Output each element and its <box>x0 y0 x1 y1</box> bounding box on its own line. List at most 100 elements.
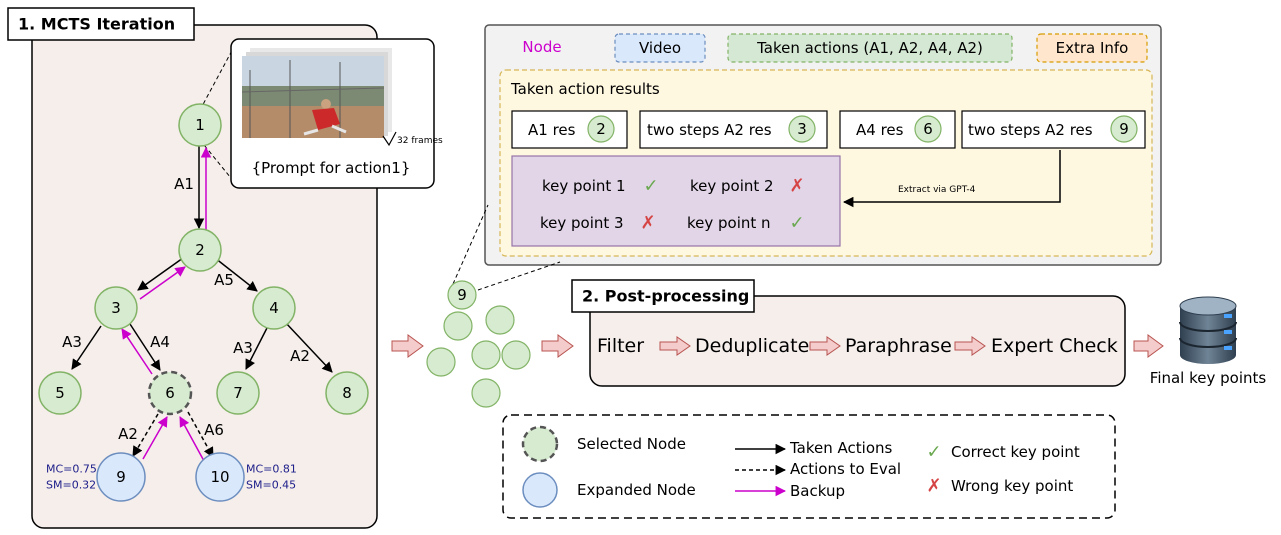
step-arrow <box>659 336 691 356</box>
eval-6-10 <box>187 411 214 458</box>
step-label: Paraphrase <box>845 335 952 357</box>
zoom-line <box>477 261 561 291</box>
svg-text:A1 res: A1 res <box>528 121 576 139</box>
result-box: A1 res 2 <box>511 110 628 149</box>
result-box: two steps A2 res 3 <box>639 110 828 149</box>
flow-arrow <box>1133 334 1164 358</box>
legend-selected-label: Selected Node <box>577 435 686 453</box>
svg-text:9: 9 <box>116 468 126 486</box>
step-label: Expert Check <box>991 335 1118 357</box>
svg-text:9: 9 <box>1119 120 1129 138</box>
mcts-title: 1. MCTS Iteration <box>18 15 175 34</box>
svg-text:3: 3 <box>797 120 807 138</box>
svg-text:10: 10 <box>210 468 229 486</box>
score-sm-9: SM=0.32 <box>46 479 96 492</box>
flow-arrow <box>541 334 574 358</box>
tree-node-2: 2 <box>178 228 222 272</box>
legend-taken-label: Taken Actions <box>789 439 893 457</box>
node-cluster: 9 <box>426 280 531 408</box>
extract-arrow <box>842 150 1061 208</box>
svg-text:6: 6 <box>165 384 175 402</box>
cross-icon: ✗ <box>926 476 941 497</box>
edge-label: A5 <box>214 271 234 289</box>
edge-label: A3 <box>62 333 82 351</box>
post-panel <box>589 295 1126 387</box>
edge-3-6 <box>129 323 161 371</box>
extra-info-tag-box <box>1036 33 1148 63</box>
score-sm-10: SM=0.45 <box>246 479 296 492</box>
node-tag: Node <box>522 38 561 56</box>
results-title: Taken action results <box>510 80 660 98</box>
backup-3-2 <box>139 266 186 300</box>
score-mc-10: MC=0.81 <box>246 463 297 476</box>
tree-node-7: 7 <box>216 371 260 415</box>
svg-text:8: 8 <box>342 384 352 402</box>
post-title: 2. Post-processing <box>582 287 749 306</box>
database-icon <box>1179 296 1237 364</box>
edge-label: A2 <box>118 425 138 443</box>
edge-label: A2 <box>290 347 310 365</box>
tree-node-4: 4 <box>252 286 296 330</box>
eval-6-9 <box>132 413 159 457</box>
tree-node-5: 5 <box>38 371 82 415</box>
svg-text:3: 3 <box>111 299 121 317</box>
edge-label: A3 <box>233 339 253 357</box>
zoom-line <box>452 204 489 285</box>
step-label: Deduplicate <box>695 335 809 357</box>
tree-node-6-selected: 6 <box>147 370 193 416</box>
legend-correct-label: Correct key point <box>951 443 1080 461</box>
result-box: A4 res 6 <box>839 110 956 149</box>
edge-4-7 <box>245 325 269 370</box>
video-tag-box <box>614 33 706 63</box>
key-point-label: key point 1 <box>542 177 626 195</box>
key-points-box <box>511 155 841 247</box>
key-point-label: key point 3 <box>540 214 624 232</box>
flow-arrow <box>391 334 424 358</box>
frames-label: 32 frames <box>397 136 443 146</box>
tree-node-1: 1 <box>178 103 222 147</box>
edge-2-4 <box>214 257 258 292</box>
svg-text:7: 7 <box>233 384 243 402</box>
edge-3-5 <box>71 325 102 370</box>
extra-info-tag: Extra Info <box>1056 39 1129 57</box>
tree-node-8: 8 <box>325 371 369 415</box>
svg-text:1: 1 <box>195 116 205 134</box>
tree-node-3: 3 <box>94 286 138 330</box>
check-icon: ✓ <box>643 176 658 197</box>
svg-text:9: 9 <box>457 286 467 304</box>
cross-icon: ✗ <box>789 176 804 197</box>
taken-actions-tag: Taken actions (A1, A2, A4, A2) <box>756 39 983 57</box>
legend-selected-swatch <box>521 425 559 463</box>
backup-10-6 <box>179 416 205 462</box>
edge-label: A6 <box>204 421 224 439</box>
tree-edges <box>71 146 333 462</box>
legend-expanded-swatch <box>522 472 558 508</box>
score-mc-9: MC=0.75 <box>46 463 97 476</box>
svg-text:2: 2 <box>596 120 606 138</box>
backup-9-6 <box>142 416 168 460</box>
svg-text:two steps A2 res: two steps A2 res <box>968 121 1093 139</box>
svg-text:5: 5 <box>55 384 65 402</box>
tree-node-9-expanded: 9 <box>96 452 146 502</box>
legend-backup-label: Backup <box>790 482 845 500</box>
svg-text:2: 2 <box>195 241 205 259</box>
check-icon: ✓ <box>926 442 941 463</box>
taken-actions-tag-box <box>727 33 1013 63</box>
key-point-label: key point n <box>687 214 771 232</box>
tree-node-10-expanded: 10 <box>195 452 245 502</box>
legend-wrong-label: Wrong key point <box>951 477 1073 495</box>
video-tag: Video <box>639 39 681 57</box>
svg-text:two steps A2 res: two steps A2 res <box>647 121 772 139</box>
result-box: two steps A2 res 9 <box>961 110 1146 149</box>
svg-text:6: 6 <box>923 120 933 138</box>
legend-eval-label: Actions to Eval <box>790 460 901 478</box>
step-label: Filter <box>597 335 644 357</box>
thumbnail-card: 32 frames {Prompt for action1} <box>199 38 443 189</box>
legend-expanded-label: Expanded Node <box>577 481 696 499</box>
edge-2-3 <box>137 257 184 291</box>
step-arrow <box>809 336 841 356</box>
key-point-label: key point 2 <box>690 177 774 195</box>
svg-text:4: 4 <box>269 299 279 317</box>
check-icon: ✓ <box>789 213 804 234</box>
